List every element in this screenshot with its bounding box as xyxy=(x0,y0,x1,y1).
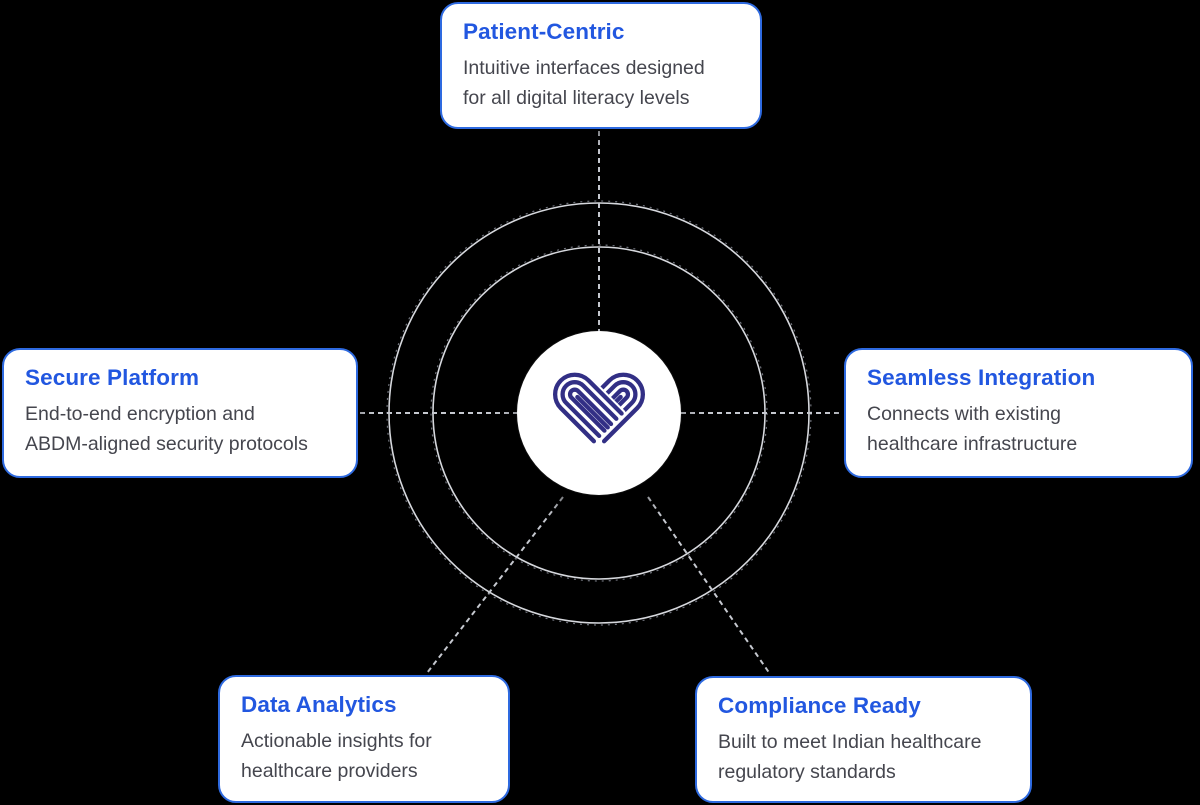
card-description-line: ABDM-aligned security protocols xyxy=(25,433,308,455)
card-data-analytics: Data Analytics Actionable insights for h… xyxy=(218,675,510,803)
card-patient-centric: Patient-Centric Intuitive interfaces des… xyxy=(440,2,762,129)
connector-bottom-right xyxy=(647,496,771,675)
card-title: Data Analytics xyxy=(241,692,397,717)
center-hub xyxy=(517,331,681,495)
card-description-line: Intuitive interfaces designed xyxy=(463,57,705,79)
card-title: Patient-Centric xyxy=(463,19,625,44)
brand-heart-logo xyxy=(550,370,645,446)
connector-bottom-left xyxy=(426,496,564,674)
card-description-line: End-to-end encryption and xyxy=(25,403,255,425)
card-description-line: Built to meet Indian healthcare xyxy=(718,731,982,753)
card-compliance-ready: Compliance Ready Built to meet Indian he… xyxy=(695,676,1032,803)
card-description-line: Actionable insights for xyxy=(241,730,432,752)
heart-left-lobe xyxy=(553,372,624,444)
card-title: Secure Platform xyxy=(25,365,200,390)
card-title: Seamless Integration xyxy=(867,365,1096,390)
card-description-line: for all digital literacy levels xyxy=(463,87,690,109)
card-description-line: healthcare infrastructure xyxy=(867,433,1078,455)
card-title: Compliance Ready xyxy=(718,693,921,718)
card-description-line: healthcare providers xyxy=(241,760,418,782)
card-description-line: Connects with existing xyxy=(867,403,1062,425)
card-seamless-integration: Seamless Integration Connects with exist… xyxy=(844,348,1193,478)
card-secure-platform: Secure Platform End-to-end encryption an… xyxy=(2,348,358,478)
card-description-line: regulatory standards xyxy=(718,761,896,783)
